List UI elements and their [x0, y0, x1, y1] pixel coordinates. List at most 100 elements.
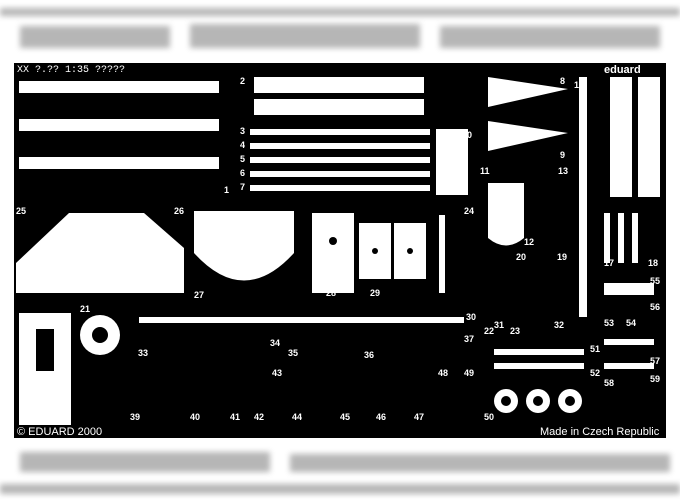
- vertical-strip-part: [638, 77, 660, 197]
- part-number-24: 24: [464, 206, 475, 216]
- part-number-25: 25: [16, 206, 27, 216]
- part-number-19: 19: [557, 252, 568, 262]
- fin-part: [488, 121, 568, 151]
- thin-bar-part: [250, 129, 430, 135]
- frame-window: [36, 329, 54, 371]
- part-number-2: 2: [240, 76, 246, 86]
- part-number-43: 43: [272, 368, 283, 378]
- part-number-36: 36: [364, 350, 375, 360]
- part-number-10: 10: [462, 130, 473, 140]
- part-number-29: 29: [370, 288, 381, 298]
- plate-part: [312, 213, 354, 293]
- long-bar-part: [139, 317, 464, 323]
- part-number-40: 40: [190, 412, 201, 422]
- part-number-15: 15: [615, 80, 626, 90]
- part-number-9: 9: [560, 150, 566, 160]
- fret-parts-artwork: [16, 77, 660, 425]
- fret-header-left: XX ?.?? 1:35 ?????: [17, 65, 126, 76]
- part-number-42: 42: [254, 412, 265, 422]
- part-number-34: 34: [270, 338, 281, 348]
- part-number-38: 38: [40, 412, 51, 422]
- part-number-26: 26: [174, 206, 185, 216]
- part-number-35: 35: [288, 348, 299, 358]
- part-number-8: 8: [560, 76, 566, 86]
- part-number-28: 28: [326, 288, 337, 298]
- part-number-48: 48: [438, 368, 449, 378]
- part-number-49: 49: [464, 368, 475, 378]
- fin-part: [488, 77, 568, 107]
- part-number-22: 22: [484, 326, 495, 336]
- part-number-45: 45: [340, 412, 351, 422]
- pin-part: [632, 213, 638, 263]
- curved-panel-part: [194, 211, 294, 281]
- thin-bar-part: [250, 143, 430, 149]
- pin-part: [604, 213, 610, 263]
- part-number-1: 1: [224, 185, 230, 195]
- vertical-strip-part: [610, 77, 632, 197]
- thin-bar-part: [604, 363, 654, 369]
- part-number-7: 7: [240, 182, 246, 192]
- part-number-31: 31: [494, 320, 505, 330]
- part-number-13: 13: [558, 166, 569, 176]
- adjacent-fret-top: [0, 0, 680, 58]
- part-number-3: 3: [240, 126, 246, 136]
- round-hole: [92, 327, 108, 343]
- part-number-27: 27: [194, 290, 205, 300]
- part-number-37: 37: [464, 334, 475, 344]
- part-number-30: 30: [466, 312, 477, 322]
- thin-bar-part: [494, 349, 584, 355]
- part-number-11: 11: [480, 166, 490, 176]
- part-number-39: 39: [130, 412, 141, 422]
- panel-part: [99, 213, 184, 293]
- part-number-33: 33: [138, 348, 149, 358]
- part-number-17: 17: [604, 258, 615, 268]
- part-number-58: 58: [604, 378, 615, 388]
- part-number-59: 59: [650, 374, 661, 384]
- part-number-5: 5: [240, 154, 246, 164]
- part-number-32: 32: [554, 320, 565, 330]
- part-number-41: 41: [230, 412, 241, 422]
- manufacturer-logo-text: eduard: [604, 64, 641, 76]
- thin-bar-part: [250, 185, 430, 191]
- part-number-53: 53: [604, 318, 615, 328]
- origin-text: Made in Czech Republic: [540, 426, 660, 438]
- part-number-18: 18: [648, 258, 659, 268]
- box-part: [436, 129, 468, 195]
- small-plate-part: [604, 283, 654, 295]
- part-number-56: 56: [650, 302, 661, 312]
- part-number-14: 14: [574, 80, 585, 90]
- part-number-20: 20: [516, 252, 527, 262]
- part-number-4: 4: [240, 140, 246, 150]
- clamp-part: [488, 183, 524, 246]
- strip-part: [19, 119, 219, 131]
- part-number-57: 57: [650, 356, 661, 366]
- part-number-23: 23: [510, 326, 521, 336]
- thin-bar-part: [494, 363, 584, 369]
- strip-part: [19, 81, 219, 93]
- part-number-21: 21: [80, 304, 91, 314]
- mesh-strip-part: [254, 77, 424, 93]
- thin-bar-part: [604, 339, 654, 345]
- thin-bar-part: [250, 171, 430, 177]
- part-number-50: 50: [484, 412, 495, 422]
- part-number-55: 55: [650, 276, 661, 286]
- strip-part: [19, 157, 219, 169]
- thin-bar-part: [439, 215, 445, 293]
- part-number-54: 54: [626, 318, 637, 328]
- part-number-52: 52: [590, 368, 601, 378]
- thin-bar-part: [250, 157, 430, 163]
- part-number-16: 16: [645, 80, 656, 90]
- part-number-12: 12: [524, 237, 535, 247]
- vertical-strip-part: [579, 77, 587, 317]
- part-number-47: 47: [414, 412, 425, 422]
- copyright-text: © EDUARD 2000: [17, 426, 103, 438]
- part-number-46: 46: [376, 412, 387, 422]
- adjacent-fret-bottom: [0, 444, 680, 503]
- part-number-44: 44: [292, 412, 303, 422]
- pin-part: [618, 213, 624, 263]
- mesh-strip-part: [254, 99, 424, 115]
- photo-etch-fret: XX ?.?? 1:35 ????? eduard © EDUARD 2000 …: [14, 63, 666, 438]
- panel-part: [16, 213, 99, 293]
- part-number-51: 51: [590, 344, 601, 354]
- part-number-6: 6: [240, 168, 246, 178]
